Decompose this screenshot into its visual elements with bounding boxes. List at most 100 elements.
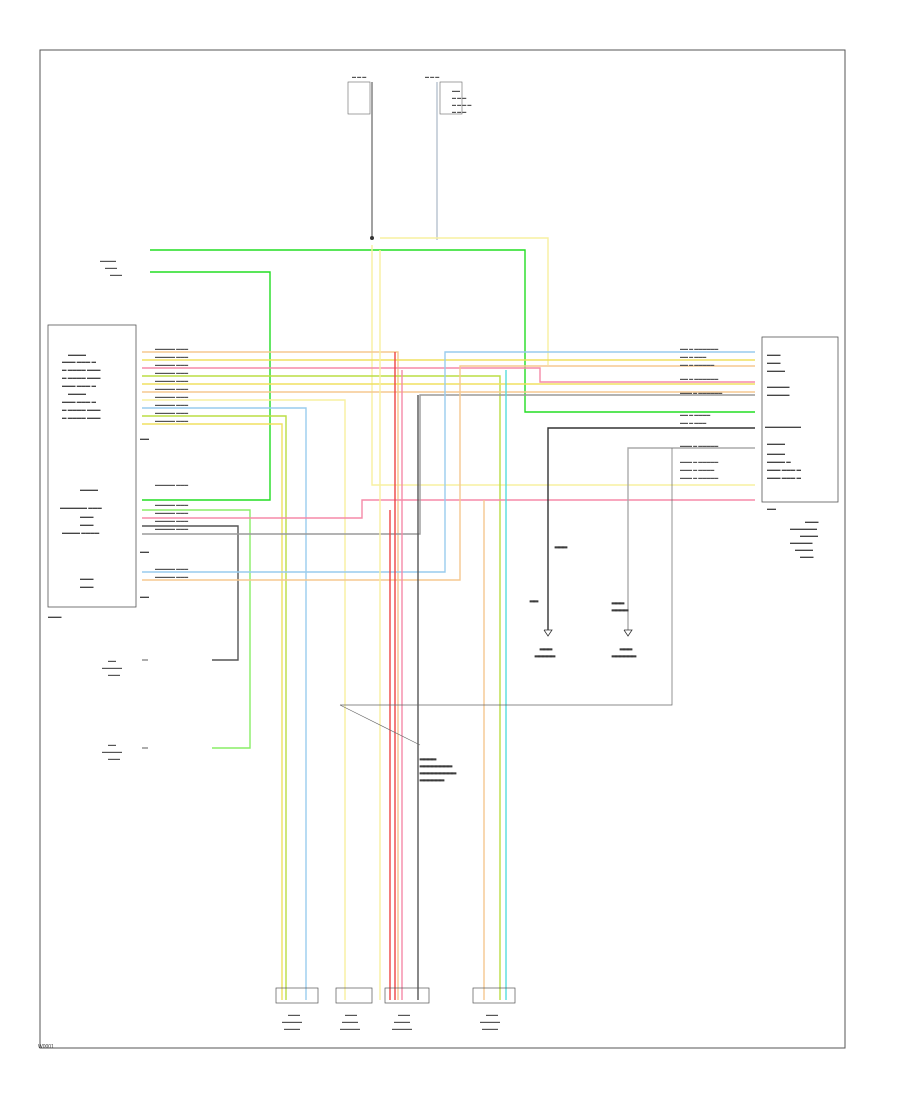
svg-text:▬▬▬ ▬ ▬▬▬▬▬: ▬▬▬ ▬ ▬▬▬▬▬ [680, 459, 718, 464]
svg-text:▬▬▬: ▬▬▬ [80, 522, 94, 527]
svg-text:▬▬▬▬: ▬▬▬▬ [420, 756, 436, 761]
svg-text:▬▬▬▬▬ ▬▬▬: ▬▬▬▬▬ ▬▬▬ [155, 378, 188, 383]
svg-text:▬▬▬▬▬: ▬▬▬▬▬ [340, 1026, 360, 1031]
svg-text:▬▬: ▬▬ [140, 436, 150, 441]
svg-text:▬▬▬▬▬ ▬▬▬: ▬▬▬▬▬ ▬▬▬ [155, 386, 188, 391]
svg-text:▬▬▬: ▬▬▬ [288, 1012, 300, 1017]
svg-text:▬▬▬: ▬▬▬ [80, 514, 94, 519]
svg-text:▬ ▬▬▬▬ ▬▬▬: ▬ ▬▬▬▬ ▬▬▬ [62, 375, 101, 380]
svg-text:▬▬▬ ▬▬▬ ▬: ▬▬▬ ▬▬▬ ▬ [62, 359, 97, 364]
svg-text:▬▬▬▬▬ ▬▬▬: ▬▬▬▬▬ ▬▬▬ [155, 418, 188, 423]
svg-text:▬▬: ▬▬ [530, 598, 538, 603]
svg-text:▬▬: ▬▬ [140, 549, 150, 554]
svg-text:▬▬▬: ▬▬▬ [767, 352, 781, 357]
svg-text:▬▬▬▬▬: ▬▬▬▬▬ [480, 1019, 500, 1024]
radio-unit: ▬▬▬▬ ▬▬▬ ▬▬▬ ▬ ▬ ▬▬▬▬ ▬▬▬ ▬ ▬▬▬▬ ▬▬▬ ▬▬▬… [47, 324, 150, 619]
svg-text:▬▬▬▬▬ ▬▬▬: ▬▬▬▬▬ ▬▬▬ [155, 410, 188, 415]
svg-text:▬▬▬▬▬ ▬▬▬: ▬▬▬▬▬ ▬▬▬ [155, 346, 188, 351]
svg-text:▬▬▬▬: ▬▬▬▬ [612, 607, 628, 612]
svg-text:▬▬▬▬: ▬▬▬▬ [100, 258, 116, 263]
svg-text:▬▬▬▬▬ ▬▬▬: ▬▬▬▬▬ ▬▬▬ [155, 394, 188, 399]
svg-text:▬▬▬▬: ▬▬▬▬ [767, 441, 786, 446]
svg-text:▬▬▬▬▬▬▬▬: ▬▬▬▬▬▬▬▬ [765, 424, 802, 429]
svg-text:▬▬▬ ▬ ▬▬▬▬▬: ▬▬▬ ▬ ▬▬▬▬▬ [680, 475, 718, 480]
diagram-border [39, 49, 846, 1049]
amplifier-box [761, 336, 839, 503]
svg-text:▬▬▬: ▬▬▬ [398, 1012, 410, 1017]
svg-text:▬▬▬▬: ▬▬▬▬ [767, 451, 786, 456]
svg-text:▬▬▬▬▬: ▬▬▬▬▬ [392, 1026, 412, 1031]
svg-text:▬▬▬: ▬▬▬ [800, 554, 814, 559]
svg-text:▬▬▬▬▬ ▬▬▬: ▬▬▬▬▬ ▬▬▬ [155, 518, 188, 523]
svg-text:▬▬▬▬: ▬▬▬▬ [767, 368, 786, 373]
svg-text:▬▬▬▬▬▬▬▬: ▬▬▬▬▬▬▬▬ [420, 763, 452, 768]
svg-text:▬▬ ▬ ▬▬▬▬▬: ▬▬ ▬ ▬▬▬▬▬ [680, 362, 714, 367]
svg-text:▬▬▬▬▬ ▬▬▬: ▬▬▬▬▬ ▬▬▬ [155, 526, 188, 531]
speaker-right-rear: ▬▬▬ ▬▬▬▬ ▬▬▬▬▬ [384, 987, 430, 1031]
svg-text:▬ ▬▬▬▬ ▬▬▬: ▬ ▬▬▬▬ ▬▬▬ [62, 415, 101, 420]
svg-text:▬▬▬▬▬ ▬▬▬: ▬▬▬▬▬ ▬▬▬ [155, 354, 188, 359]
svg-text:▬▬ ▬ ▬▬▬: ▬▬ ▬ ▬▬▬ [680, 420, 706, 425]
left-ground-labels: ▬▬▬▬ ▬▬▬ ▬▬▬ ▬▬ ▬▬▬▬▬ ▬▬▬ ▬▬ ▬▬▬▬▬ ▬▬▬ [100, 258, 122, 761]
svg-text:▬▬▬▬: ▬▬▬▬ [795, 547, 814, 552]
svg-text:▬▬▬▬: ▬▬▬▬ [68, 352, 87, 357]
svg-text:▬ ▬▬▬▬ ▬▬▬: ▬ ▬▬▬▬ ▬▬▬ [62, 407, 101, 412]
svg-text:▬▬ ▬ ▬▬▬▬▬▬: ▬▬ ▬ ▬▬▬▬▬▬ [680, 346, 718, 351]
svg-text:▬▬▬▬: ▬▬▬▬ [68, 391, 87, 396]
svg-text:▬▬▬: ▬▬▬ [80, 576, 94, 581]
svg-text:▬▬▬▬▬▬ ▬▬▬: ▬▬▬▬▬▬ ▬▬▬ [60, 505, 102, 510]
svg-text:▬▬▬▬: ▬▬▬▬ [342, 1019, 358, 1024]
svg-text:▬▬ ▬ ▬▬▬: ▬▬ ▬ ▬▬▬ [680, 354, 706, 359]
svg-text:▬ ▬ ▬: ▬ ▬ ▬ [425, 74, 439, 79]
svg-text:▬▬▬▬: ▬▬▬▬ [80, 487, 99, 492]
svg-text:▬▬: ▬▬ [452, 88, 460, 93]
diagram-code: W0001 [38, 1044, 54, 1050]
svg-text:▬▬▬▬▬: ▬▬▬▬▬ [102, 749, 122, 754]
svg-text:▬▬▬▬▬: ▬▬▬▬▬ [535, 653, 555, 658]
svg-text:▬▬▬▬▬▬▬▬▬: ▬▬▬▬▬▬▬▬▬ [420, 770, 456, 775]
svg-text:▬▬▬▬▬: ▬▬▬▬▬ [767, 384, 790, 389]
svg-text:▬▬▬▬▬ ▬▬▬: ▬▬▬▬▬ ▬▬▬ [155, 370, 188, 375]
svg-text:▬▬▬: ▬▬▬ [486, 1012, 498, 1017]
svg-text:▬▬▬: ▬▬▬ [345, 1012, 357, 1017]
svg-text:▬▬: ▬▬ [140, 594, 150, 599]
svg-text:▬▬: ▬▬ [108, 742, 116, 747]
svg-text:▬▬▬: ▬▬▬ [80, 584, 94, 589]
svg-text:▬▬▬▬▬: ▬▬▬▬▬ [282, 1019, 302, 1024]
svg-text:▬▬▬: ▬▬▬ [105, 265, 117, 270]
svg-text:▬▬▬▬: ▬▬▬▬ [800, 533, 819, 538]
svg-text:▬▬▬▬▬ ▬▬▬: ▬▬▬▬▬ ▬▬▬ [155, 566, 188, 571]
svg-text:▬▬▬▬: ▬▬▬▬ [482, 1026, 498, 1031]
svg-text:▬▬▬: ▬▬▬ [555, 544, 567, 549]
svg-text:▬▬▬▬▬ ▬▬▬: ▬▬▬▬▬ ▬▬▬ [155, 502, 188, 507]
svg-text:▬▬▬▬: ▬▬▬▬ [394, 1019, 410, 1024]
radio-box [47, 324, 137, 608]
svg-text:▬▬▬▬ ▬: ▬▬▬▬ ▬ [767, 459, 791, 464]
svg-text:▬▬▬: ▬▬▬ [540, 646, 552, 651]
svg-text:▬▬▬ ▬▬▬ ▬: ▬▬▬ ▬▬▬ ▬ [767, 467, 802, 472]
svg-text:▬▬▬▬: ▬▬▬▬ [284, 1026, 300, 1031]
svg-text:▬▬▬: ▬▬▬ [767, 360, 781, 365]
svg-text:▬▬▬▬▬ ▬▬▬: ▬▬▬▬▬ ▬▬▬ [155, 574, 188, 579]
svg-text:▬▬▬ ▬▬▬ ▬: ▬▬▬ ▬▬▬ ▬ [767, 475, 802, 480]
svg-text:▬▬▬▬▬ ▬▬▬: ▬▬▬▬▬ ▬▬▬ [155, 362, 188, 367]
power-feed-group: ▬ ▬ ▬ ▬ ▬ ▬ ▬▬ ▬ ▬ ▬ ▬ ▬ ▬ ▬ ▬ ▬ ▬ [347, 74, 471, 240]
svg-text:▬▬▬▬▬▬: ▬▬▬▬▬▬ [612, 653, 636, 658]
svg-text:▬▬▬: ▬▬▬ [612, 600, 624, 605]
speaker-left-front: ▬▬▬ ▬▬▬▬▬ ▬▬▬▬ [275, 987, 319, 1031]
svg-text:▬ ▬ ▬ ▬: ▬ ▬ ▬ ▬ [452, 102, 471, 107]
svg-text:▬▬▬▬▬: ▬▬▬▬▬ [790, 540, 813, 545]
svg-text:▬▬▬▬▬: ▬▬▬▬▬ [102, 665, 122, 670]
svg-text:▬▬▬▬▬ ▬▬▬: ▬▬▬▬▬ ▬▬▬ [155, 482, 188, 487]
svg-text:▬▬▬: ▬▬▬ [110, 272, 122, 277]
amplifier-pin-labels: ▬▬ ▬ ▬▬▬▬▬▬ ▬▬ ▬ ▬▬▬ ▬▬ ▬ ▬▬▬▬▬ ▬▬ ▬ ▬▬▬… [680, 346, 722, 480]
svg-text:▬▬▬ ▬▬▬ ▬: ▬▬▬ ▬▬▬ ▬ [62, 383, 97, 388]
svg-text:▬▬: ▬▬ [108, 658, 116, 663]
svg-text:▬▬ ▬ ▬▬▬▬: ▬▬ ▬ ▬▬▬▬ [680, 412, 710, 417]
svg-text:▬ ▬ ▬: ▬ ▬ ▬ [452, 109, 466, 114]
svg-text:▬▬▬: ▬▬▬ [108, 672, 120, 677]
speaker-left-rear: ▬▬▬ ▬▬▬▬ ▬▬▬▬▬ [335, 987, 373, 1031]
svg-text:▬▬▬ ▬▬▬ ▬: ▬▬▬ ▬▬▬ ▬ [62, 399, 97, 404]
radio-pin-labels: ▬▬▬▬▬ ▬▬▬ ▬▬▬▬▬ ▬▬▬ ▬▬▬▬▬ ▬▬▬ ▬▬▬▬▬ ▬▬▬ … [155, 346, 188, 579]
